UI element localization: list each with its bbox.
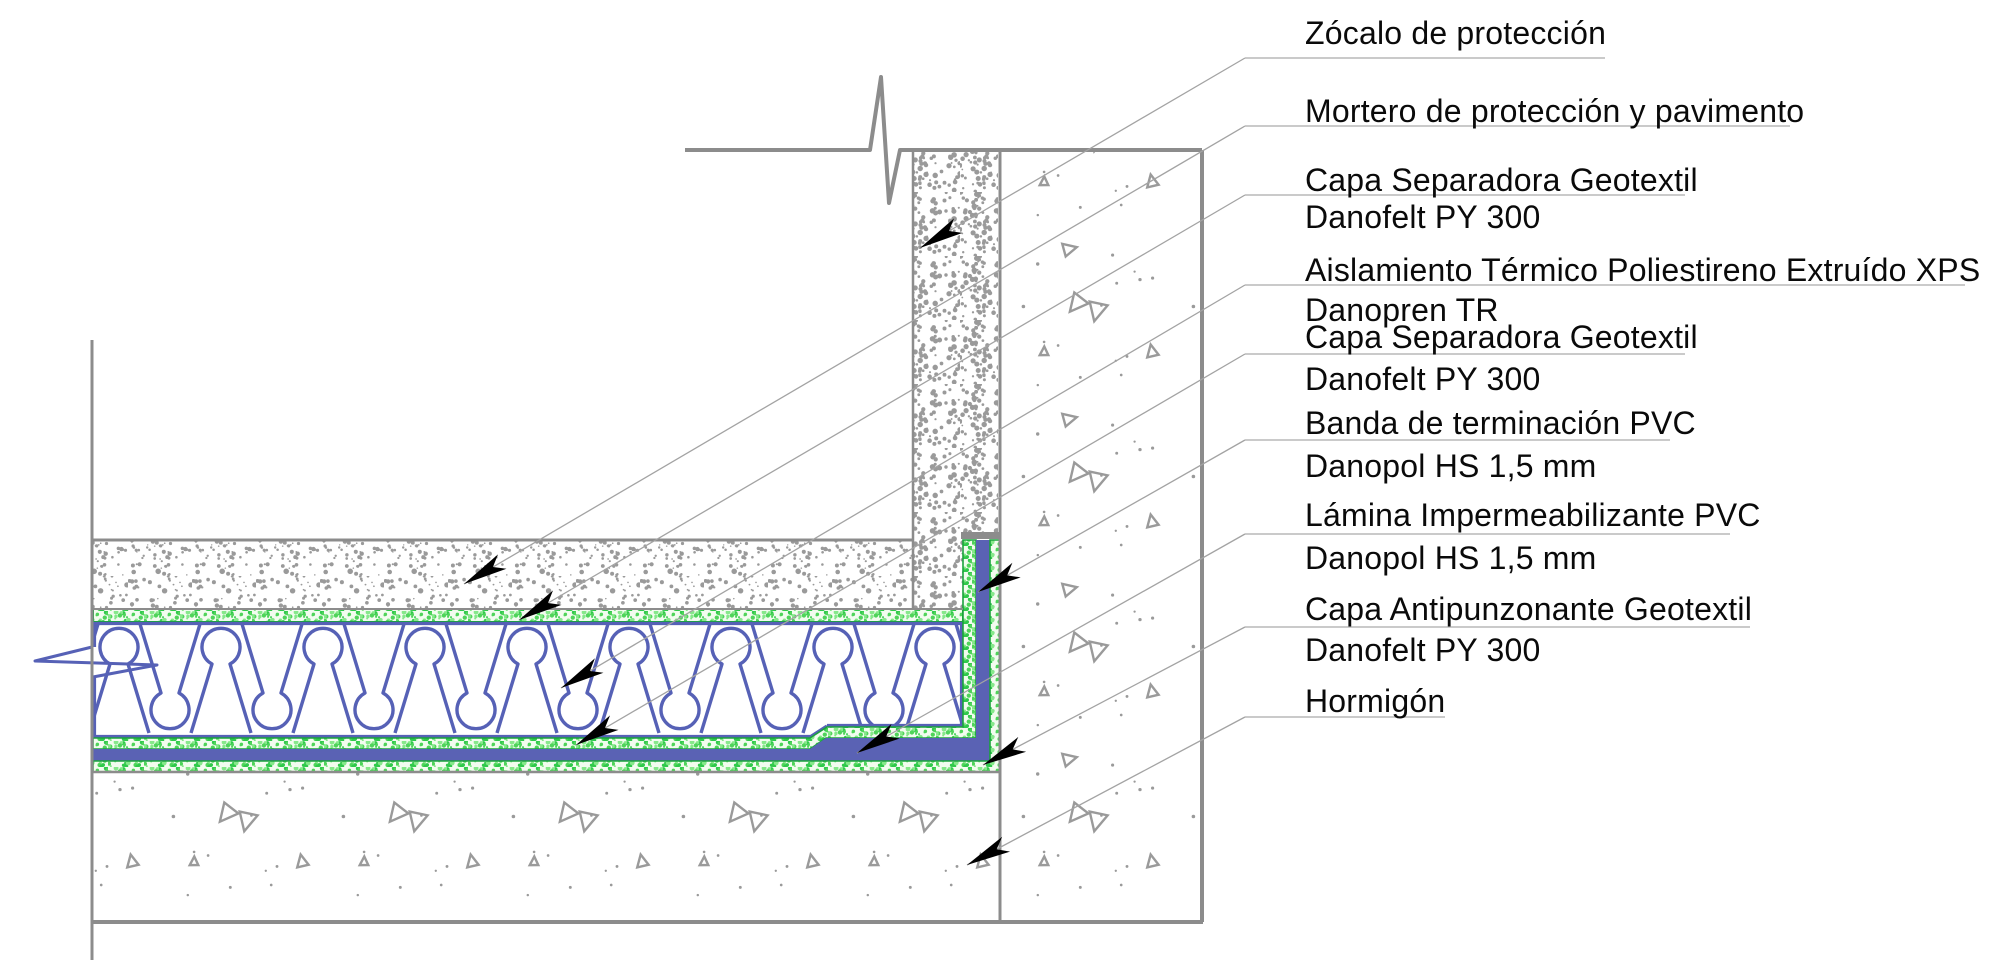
- callout-geotextil-sup-prod: Danofelt PY 300: [1305, 199, 1541, 235]
- leader-aislamiento: [560, 284, 1246, 689]
- leader-geotextil-inf: [575, 353, 1246, 746]
- concrete-wall: [998, 150, 1202, 922]
- callout-mortero: Mortero de protección y pavimento: [1305, 93, 1805, 129]
- callout-geotextil-sup: Capa Separadora Geotextil: [1305, 162, 1698, 198]
- callout-leaders: [463, 57, 1246, 866]
- xps-insulation-layer: [33, 621, 964, 739]
- callout-geotextil-inf: Capa Separadora Geotextil: [1305, 319, 1698, 355]
- mortar-screed-layer: [93, 540, 913, 609]
- leader-zocalo: [919, 57, 1246, 249]
- callout-antipunzonante: Capa Antipunzonante Geotextil: [1305, 591, 1753, 627]
- leader-banda: [977, 439, 1246, 593]
- callout-lamina-prod: Danopol HS 1,5 mm: [1305, 540, 1597, 576]
- callout-banda-prod: Danopol HS 1,5 mm: [1305, 448, 1597, 484]
- callout-zocalo: Zócalo de protección: [1305, 15, 1607, 51]
- leader-antipunzonante: [982, 626, 1246, 766]
- break-mark-wall-top: [685, 75, 1202, 205]
- callout-hormigon: Hormigón: [1305, 683, 1446, 719]
- callout-underlines: [1245, 57, 1965, 718]
- zocalo-layer: [913, 150, 998, 610]
- leader-geotextil-sup: [518, 194, 1246, 621]
- callout-lamina: Lámina Impermeabilizante PVC: [1305, 497, 1761, 533]
- break-mark-insulation: [33, 645, 159, 679]
- section-outlines: [90, 75, 1204, 960]
- leader-lamina: [856, 533, 1246, 754]
- callout-geotextil-inf-prod: Danofelt PY 300: [1305, 361, 1541, 397]
- geotextile-separator-top-layer: [92, 608, 964, 623]
- leader-hormigon: [966, 716, 1246, 866]
- callout-antipunzonante-prod: Danofelt PY 300: [1305, 632, 1541, 668]
- callout-banda: Banda de terminación PVC: [1305, 405, 1696, 441]
- pvc-membrane-layer: [93, 540, 990, 761]
- callout-aislamiento: Aislamiento Térmico Poliestireno Extruíd…: [1305, 252, 1981, 288]
- leader-mortero: [463, 125, 1246, 585]
- concrete-floor-slab: [93, 772, 996, 922]
- callout-aislamiento-prod: Danopren TR: [1305, 292, 1499, 328]
